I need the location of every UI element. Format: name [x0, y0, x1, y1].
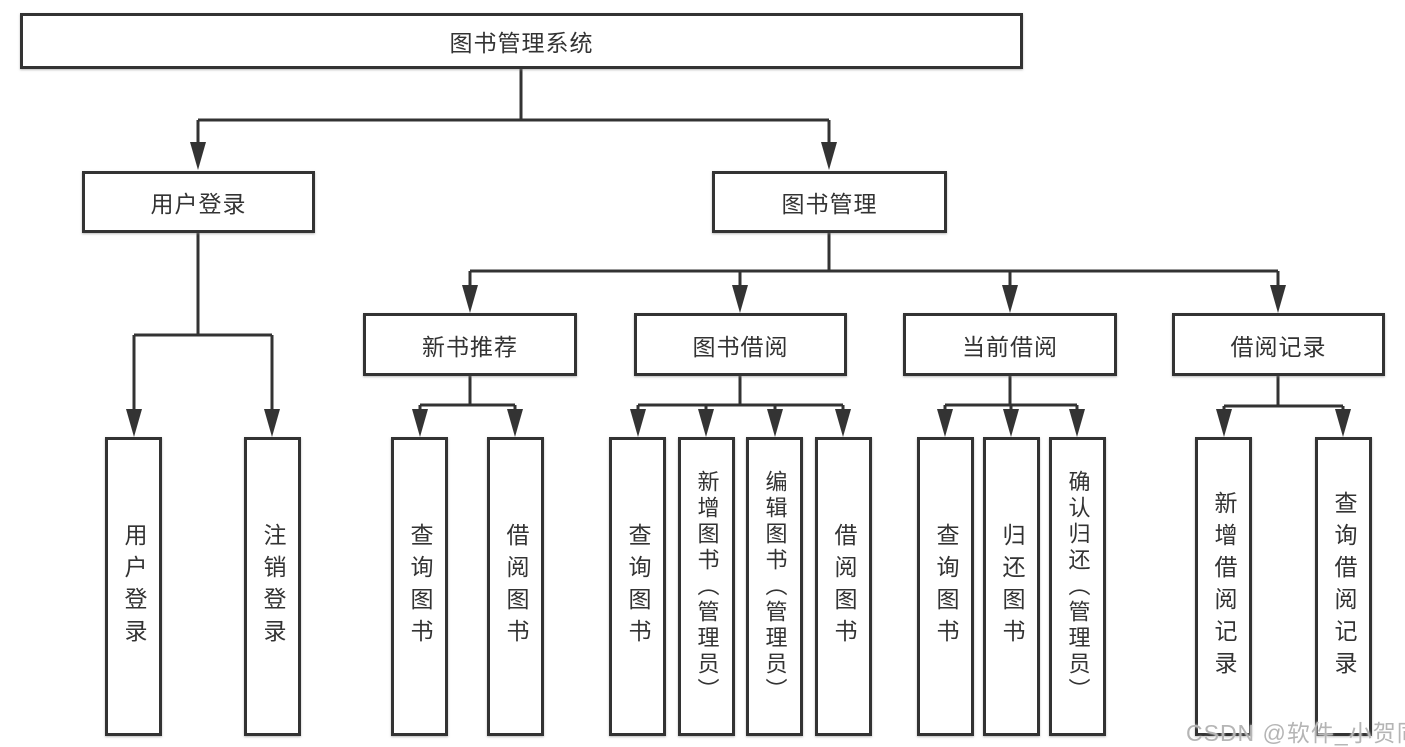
- node-current-borrowing: 当前借阅: [903, 313, 1117, 376]
- arrowheads: [126, 142, 1351, 437]
- node-book-borrowing: 图书借阅: [634, 313, 847, 376]
- leaf-borrowing-query-books: 查询图书: [609, 437, 666, 736]
- leaf-current-query-books: 查询图书: [917, 437, 974, 736]
- node-new-book-recommend: 新书推荐: [363, 313, 577, 376]
- csdn-watermark: CSDN @软件_小贺同学: [1186, 720, 1405, 746]
- leaf-logout-login: 注销登录: [244, 437, 301, 736]
- node-library-management-system: 图书管理系统: [20, 13, 1023, 69]
- leaf-current-confirm-return-admin: 确认归还（管理员）: [1049, 437, 1106, 736]
- leaf-borrowing-borrow-books: 借阅图书: [815, 437, 872, 736]
- node-user-login: 用户登录: [82, 171, 315, 233]
- leaf-user-login: 用户登录: [105, 437, 162, 736]
- node-book-management: 图书管理: [712, 171, 947, 233]
- leaf-borrowing-edit-books-admin: 编辑图书（管理员）: [746, 437, 803, 736]
- leaf-current-return-books: 归还图书: [983, 437, 1040, 736]
- leaf-records-query-record: 查询借阅记录: [1315, 437, 1372, 736]
- leaf-borrowing-add-books-admin: 新增图书（管理员）: [678, 437, 735, 736]
- leaf-newbook-query-books: 查询图书: [391, 437, 448, 736]
- node-borrowing-records: 借阅记录: [1172, 313, 1385, 376]
- leaf-newbook-borrow-books: 借阅图书: [487, 437, 544, 736]
- leaf-records-add-record: 新增借阅记录: [1195, 437, 1252, 736]
- connector-paths: [132, 68, 1345, 412]
